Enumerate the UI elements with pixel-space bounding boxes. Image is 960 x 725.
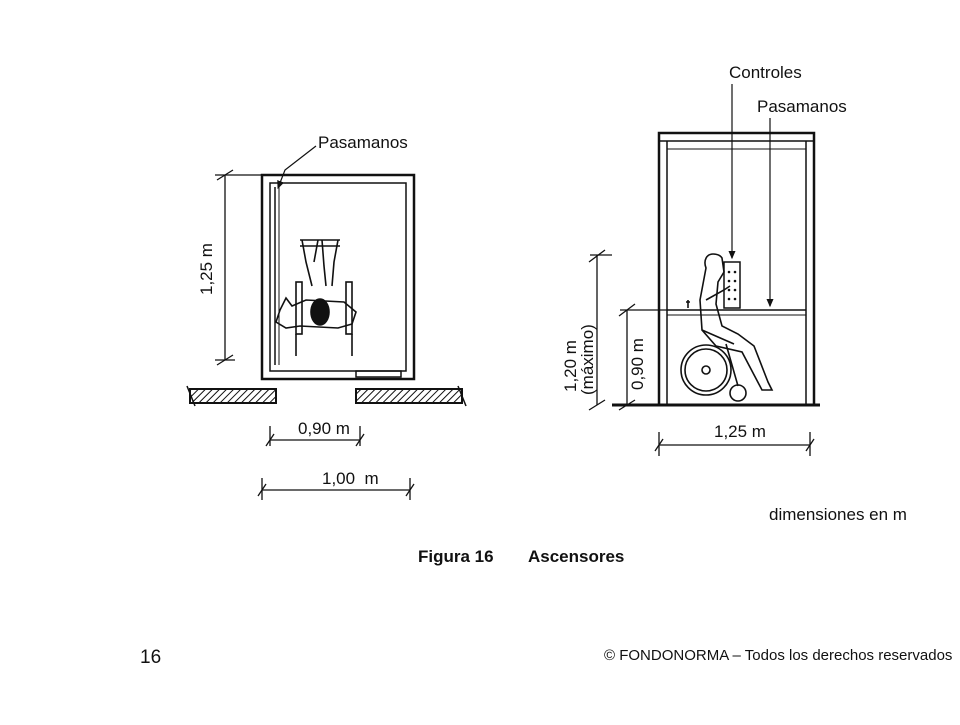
units-note: dimensiones en m [769, 505, 907, 524]
plan-cabin-inner-wall [269, 182, 407, 372]
elev-max-height-note: (máximo) [578, 324, 597, 395]
elev-control-panel [723, 261, 741, 309]
elev-depth-dimension [654, 432, 815, 456]
plan-wall-right [355, 388, 463, 404]
elev-depth-label: 1,25 m [714, 422, 766, 441]
elev-max-height-dimension [588, 249, 612, 411]
plan-wall-left [189, 388, 277, 404]
elev-wheelchair-user [680, 253, 774, 402]
plan-handrail-label: Pasamanos [318, 133, 408, 152]
elev-rail-height-dimension [618, 303, 667, 411]
plan-view: Pasamanos 1,25 m 0,90 m 1,00 [186, 133, 467, 500]
plan-wheelchair-user [275, 239, 357, 356]
elevation-view: Controles Pasamanos 1,20 m (máximo) 0,90… [561, 63, 847, 456]
copyright-notice: © FONDONORMA – Todos los derechos reserv… [604, 647, 953, 664]
plan-width-dimension [257, 478, 415, 500]
plan-depth-dimension [215, 169, 262, 366]
plan-door-dimension [265, 426, 365, 447]
plan-depth-label: 1,25 m [197, 243, 216, 295]
plan-cabin-outer-wall [260, 173, 416, 381]
elev-controls-label: Controles [729, 63, 802, 82]
page-number: 16 [140, 647, 162, 668]
figure-label: Figura 16 [418, 547, 494, 566]
elev-rail-height-label: 0,90 m [628, 338, 647, 390]
plan-width-label: 1,00 m [322, 469, 379, 488]
plan-door-panel [355, 370, 402, 378]
elev-max-height-label: 1,20 m [561, 340, 580, 392]
plan-door-label: 0,90 m [298, 419, 350, 438]
figure-title: Ascensores [528, 547, 625, 566]
elev-handrail-label: Pasamanos [757, 97, 847, 116]
